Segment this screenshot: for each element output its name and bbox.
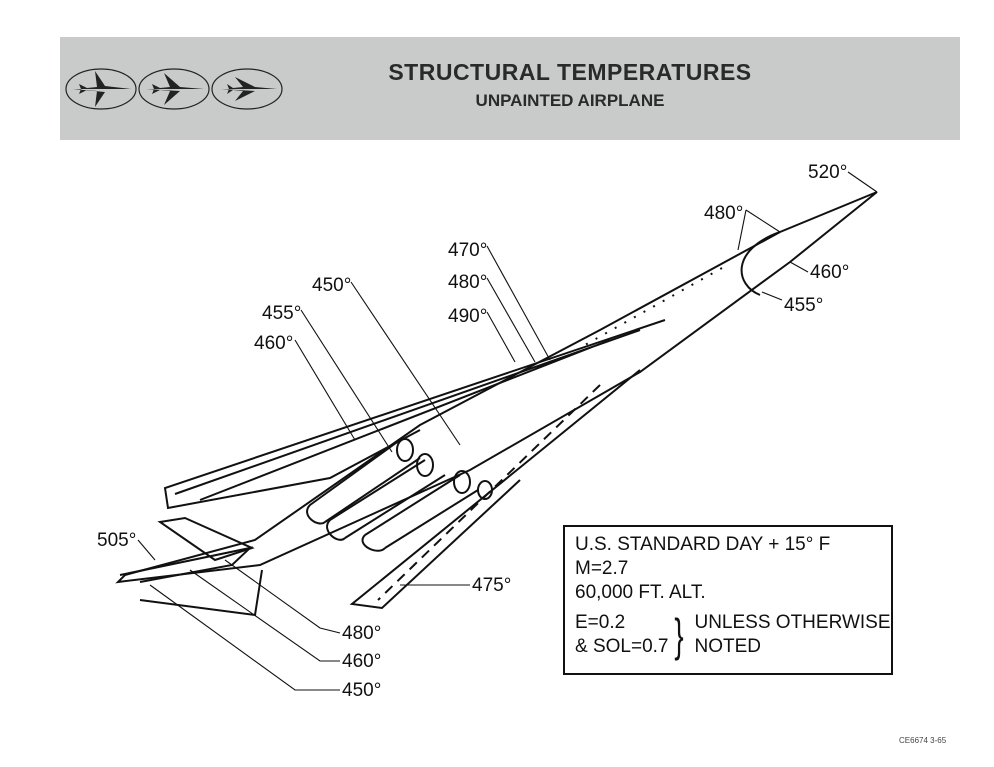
legend-altitude: 60,000 FT. ALT. [575, 582, 706, 603]
leader-lines [137, 171, 878, 691]
temp-label: 460° [254, 333, 293, 354]
legend-condition: U.S. STANDARD DAY + 15° F [575, 534, 831, 555]
temp-label: 450° [342, 680, 381, 701]
temperature-labels: 520° 480° 460° 455° 470° 480° 490° 450° … [97, 162, 849, 701]
engine-inlet-2 [416, 453, 434, 477]
window-dots [584, 267, 723, 346]
left-wing-inner [174, 329, 641, 501]
temp-label: 455° [262, 303, 301, 324]
legend-note-cont: NOTED [694, 636, 761, 657]
legend-solar: & SOL=0.7 [575, 636, 669, 657]
temp-label: 520° [808, 162, 847, 183]
engine-inlet-1 [396, 438, 414, 462]
engine-nacelle-2 [326, 459, 446, 541]
left-wing [163, 319, 666, 510]
page-subtitle: UNPAINTED AIRPLANE [475, 91, 665, 110]
legend-note: UNLESS OTHERWISE [694, 612, 891, 633]
engine-inlet-3 [453, 470, 471, 494]
temp-label: 480° [342, 623, 381, 644]
temp-label: 455° [784, 295, 823, 316]
legend-values: E=0.2 & SOL=0.7 [575, 611, 668, 659]
vertical-fin [157, 516, 255, 562]
legend-note-group: UNLESS OTHERWISE NOTED [694, 611, 890, 659]
logo-group [65, 68, 283, 110]
engine-inlet-4 [477, 480, 493, 500]
temp-label: 480° [448, 272, 487, 293]
temp-label: 505° [97, 530, 136, 551]
temp-label: 460° [810, 262, 849, 283]
fuselage [115, 191, 878, 584]
airplane-outline [115, 191, 878, 617]
temp-label: 490° [448, 306, 487, 327]
document-code: CE6674 3-65 [899, 736, 947, 745]
airplane-wings-swept-icon [211, 68, 283, 110]
legend-mach: M=2.7 [575, 558, 629, 579]
airplane-wings-extended-icon [65, 68, 137, 110]
title-banner: STRUCTURAL TEMPERATURES UNPAINTED AIRPLA… [60, 37, 960, 140]
legend-notes-group: E=0.2 & SOL=0.7 } UNLESS OTHERWISE NOTED [575, 611, 891, 659]
engine-nacelle-3 [361, 474, 479, 552]
page-title: STRUCTURAL TEMPERATURES [388, 59, 752, 85]
nose-section [740, 231, 781, 296]
engine-nacelle-1 [306, 439, 421, 525]
legend-emissivity: E=0.2 [575, 612, 626, 633]
brace-symbol: } [674, 609, 685, 661]
airplane-wings-mid-icon [138, 68, 210, 110]
conditions-legend: U.S. STANDARD DAY + 15° F M=2.7 60,000 F… [563, 525, 893, 675]
temp-label: 450° [312, 275, 351, 296]
temp-label: 475° [472, 575, 511, 596]
temp-label: 460° [342, 651, 381, 672]
right-wing-dashed [377, 384, 601, 601]
temp-label: 470° [448, 240, 487, 261]
temp-label: 480° [704, 203, 743, 224]
